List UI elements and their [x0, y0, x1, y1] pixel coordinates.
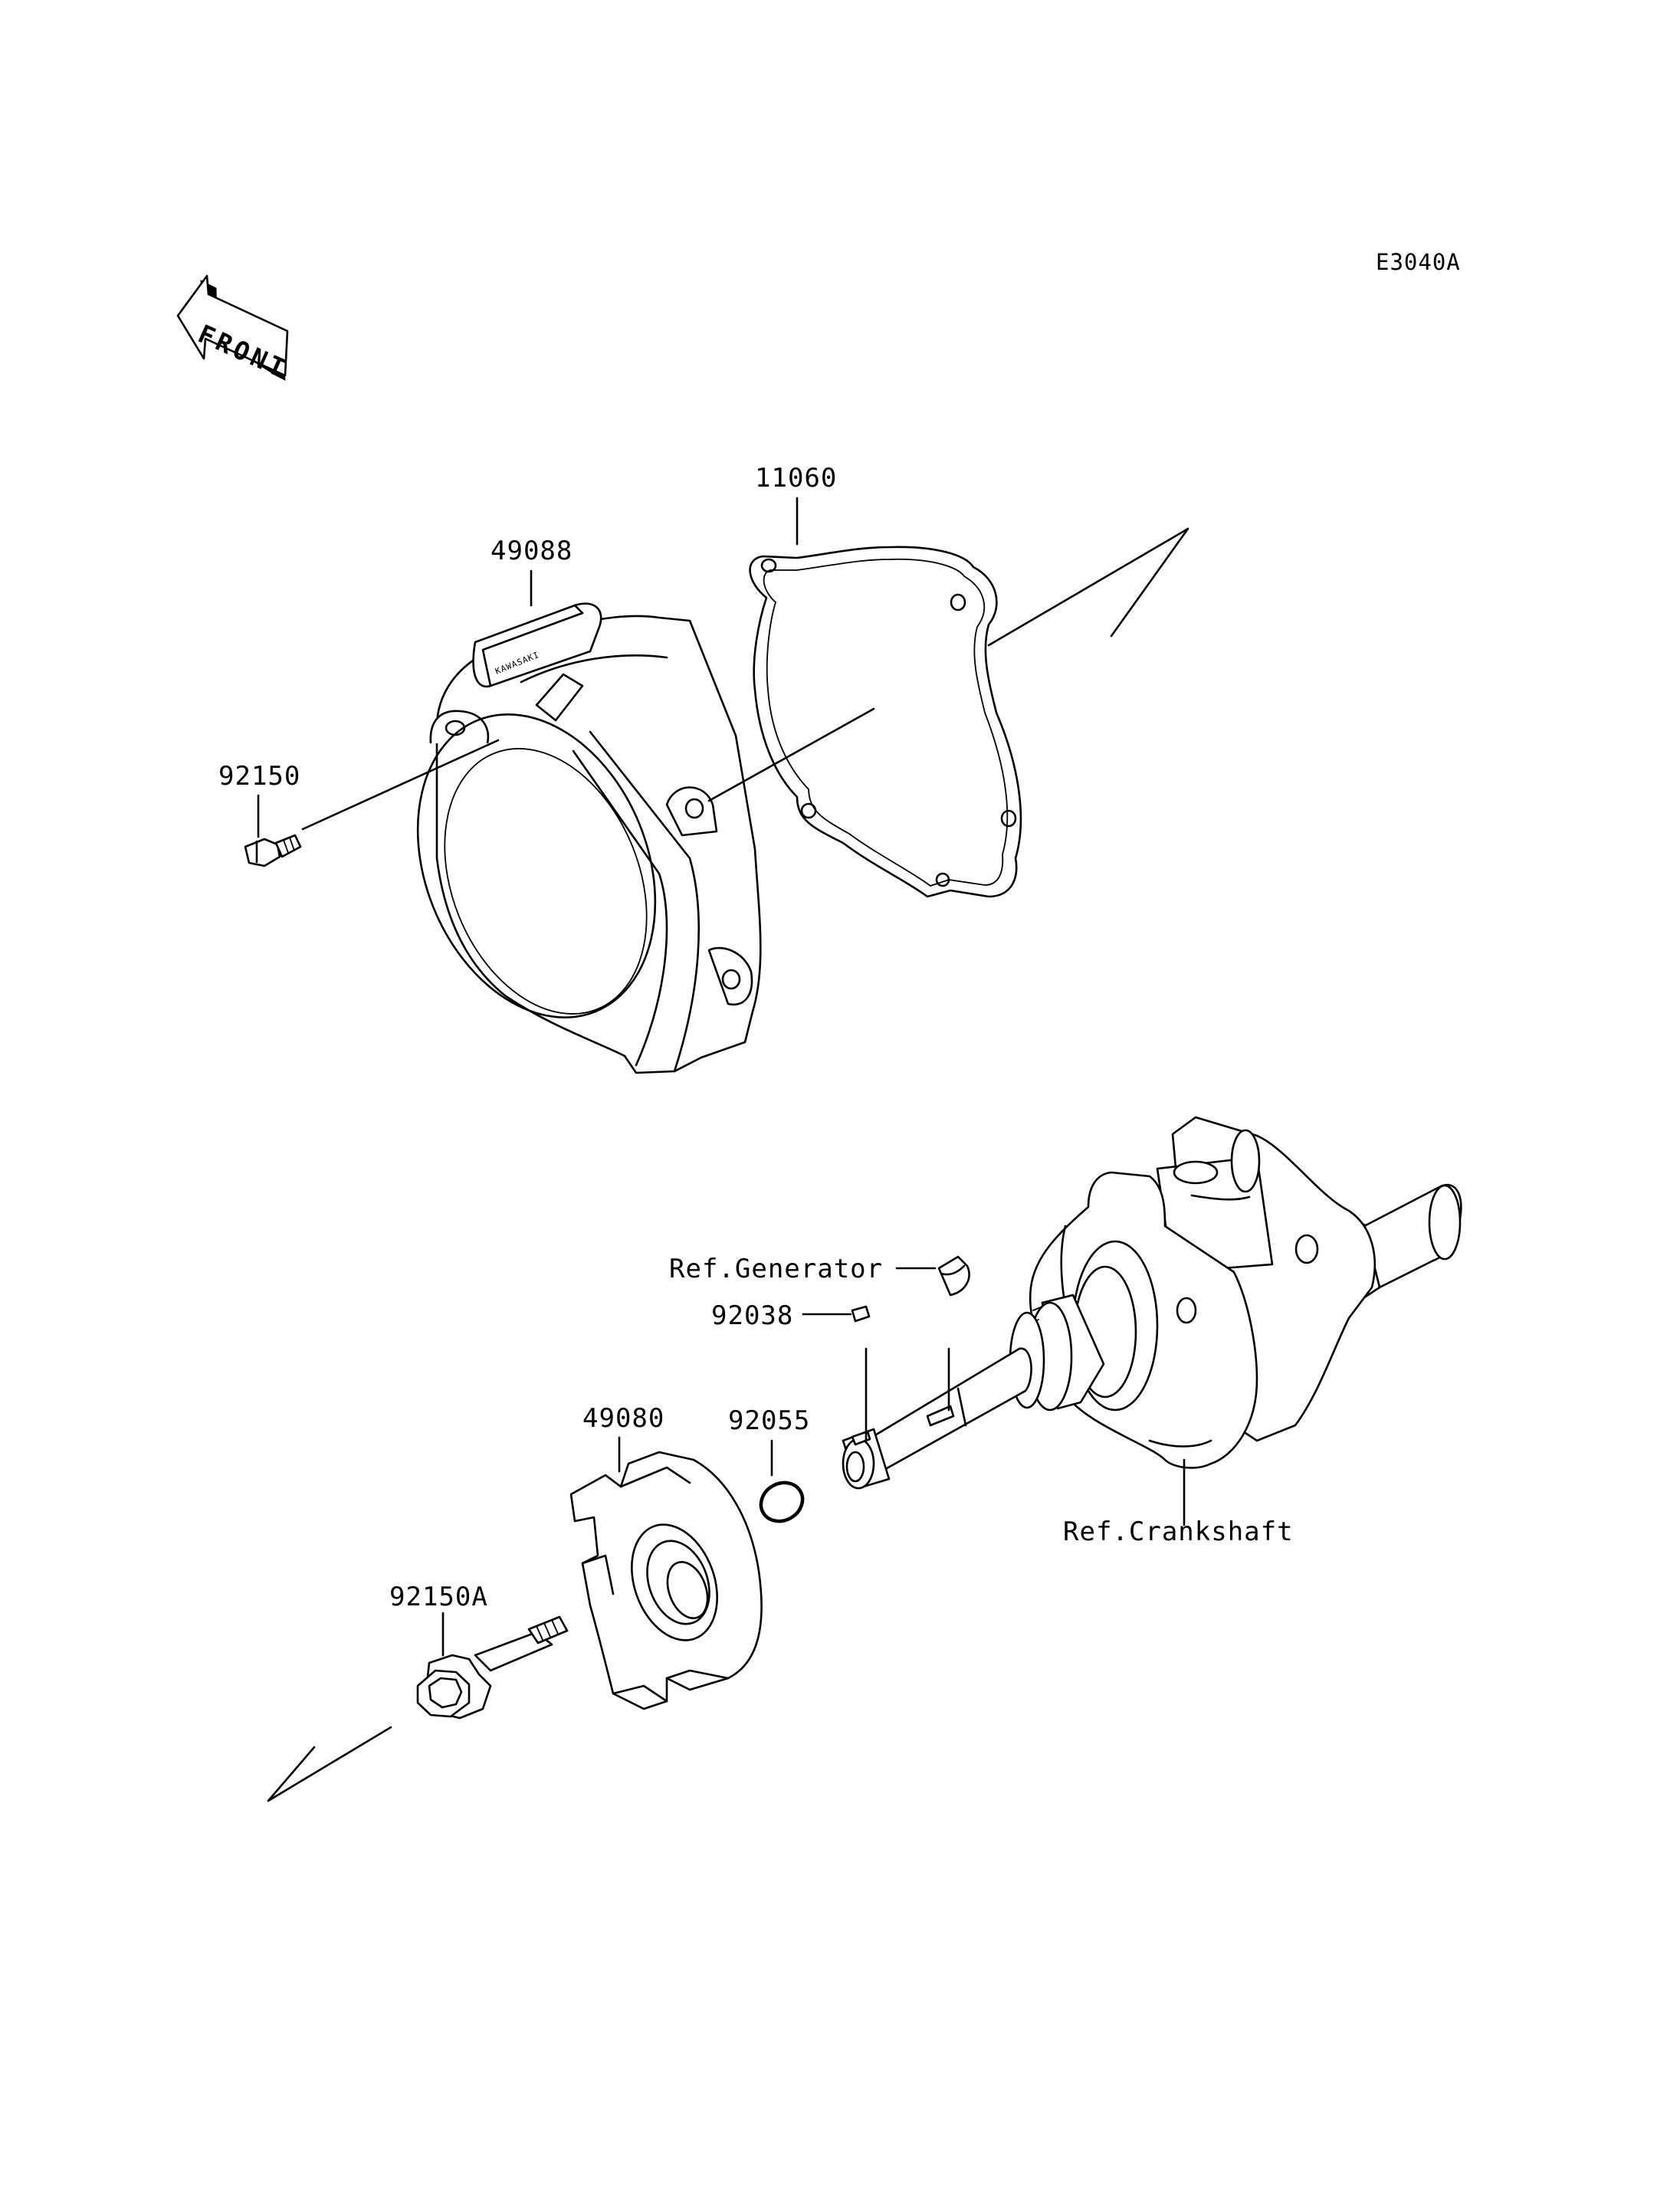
label-ref-generator: Ref.Generator	[669, 1254, 883, 1284]
label-11060: 11060	[755, 463, 837, 494]
recoil-starter-cover: KAWASAKI	[301, 602, 762, 1074]
gasket	[707, 497, 1189, 898]
crankshaft	[842, 1116, 1462, 1526]
label-92150a: 92150A	[389, 1582, 488, 1612]
label-92150: 92150	[218, 761, 300, 792]
label-92055: 92055	[728, 1405, 810, 1436]
diagram-code: E3040A	[1376, 249, 1461, 275]
generator-key	[895, 1255, 970, 1297]
starter-pulley	[569, 1436, 763, 1710]
front-arrow-icon: FRONT	[176, 274, 293, 385]
label-49088: 49088	[491, 536, 573, 566]
label-49080: 49080	[582, 1403, 664, 1434]
key-92038	[802, 1305, 871, 1323]
label-ref-crankshaft: Ref.Crankshaft	[1063, 1517, 1294, 1547]
bolt-92150	[244, 834, 302, 867]
label-92038: 92038	[711, 1300, 793, 1331]
bolt-92150a	[267, 1612, 569, 1802]
o-ring-92055	[759, 1439, 805, 1523]
